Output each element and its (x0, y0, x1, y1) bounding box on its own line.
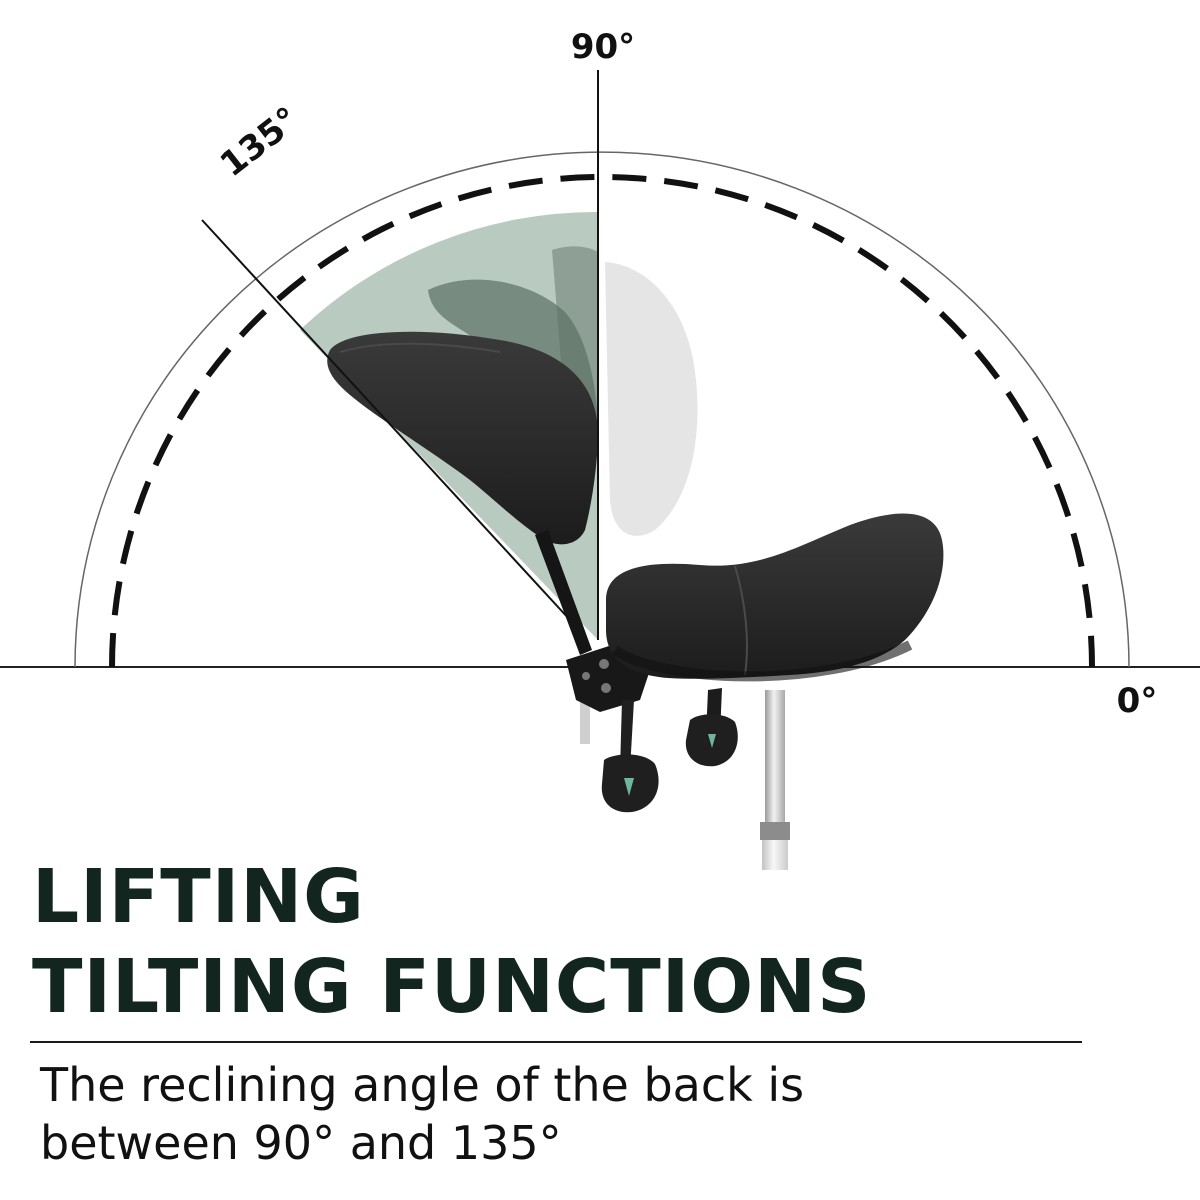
dashed-arc (109, 174, 1095, 668)
line-135 (201, 219, 571, 621)
height-paddle (685, 688, 738, 767)
headline-line-1: LIFTING (32, 854, 365, 940)
description-line-2: between 90° and 135° (40, 1116, 562, 1170)
saddle-seat (606, 513, 944, 682)
label-135: 135° (213, 99, 307, 185)
description: The reclining angle of the back is betwe… (40, 1056, 1140, 1172)
headline-line-2: TILTING FUNCTIONS (32, 944, 872, 1030)
gas-lift-post (580, 690, 790, 870)
backrest-reclined (327, 331, 599, 655)
description-line-1: The reclining angle of the back is (40, 1058, 805, 1112)
headline: LIFTING TILTING FUNCTIONS (32, 852, 1132, 1032)
tilt-paddle (601, 754, 659, 813)
label-0: 0° (1117, 681, 1158, 721)
label-90: 90° (571, 27, 635, 67)
outer-arc (74, 151, 1130, 668)
divider (30, 1041, 1082, 1043)
